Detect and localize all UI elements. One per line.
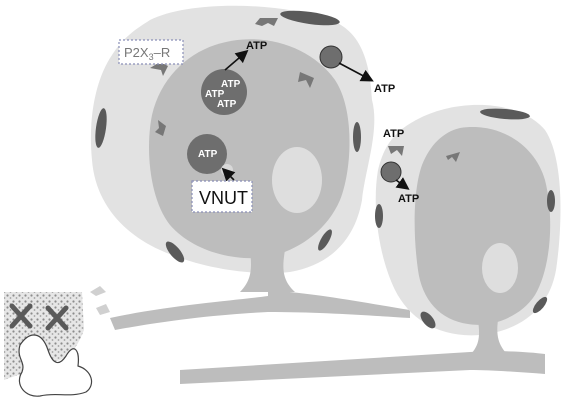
- vnut-label-box: [191, 180, 253, 213]
- atp-release-arrow: [338, 62, 374, 82]
- p2x3-receptor-icon: [150, 62, 168, 76]
- p2x3-receptor-icon: [446, 152, 460, 162]
- right-axon-fiber: [180, 351, 545, 384]
- atp-label: ATP: [383, 128, 404, 140]
- left-neuron-soma: [149, 39, 350, 259]
- left-neuron-nucleus: [272, 147, 322, 213]
- glial-vesicle-left: [319, 45, 343, 69]
- left-neuron-axon-hillock: [240, 250, 295, 292]
- p2x3-label: P2X3–R: [124, 45, 170, 62]
- vnut-label: VNUT: [199, 188, 248, 208]
- glia-nucleus: [353, 122, 361, 152]
- glia-nucleus: [280, 10, 340, 26]
- cross-icon: [45, 305, 69, 331]
- right-neuron-axon-hillock: [470, 320, 508, 355]
- atp-label: ATP: [198, 149, 218, 160]
- glia-nucleus: [165, 241, 185, 263]
- p2x3-receptor-icon: [255, 18, 278, 26]
- atp-release-arrow: [224, 49, 249, 71]
- glia-nucleus: [375, 204, 383, 228]
- right-neuron-nucleus: [482, 243, 518, 293]
- glia-nucleus: [318, 229, 332, 251]
- p2x3-receptor-icon: [155, 120, 166, 136]
- p2x3-receptor-icon: [298, 72, 314, 88]
- vnut-uptake-arrow: [221, 167, 236, 182]
- atp-vesicle-vnut: [187, 134, 227, 174]
- left-axon-fiber: [110, 290, 410, 330]
- p2x3-label-box: [118, 39, 184, 65]
- glia-nucleus: [532, 296, 548, 314]
- cross-icon: [9, 303, 33, 329]
- glia-nucleus: [420, 311, 436, 329]
- glia-nucleus: [547, 190, 555, 212]
- atp-label: ATP: [374, 83, 395, 95]
- p2x3-receptor-icon: [388, 146, 404, 156]
- atp-label: ATP: [246, 40, 267, 52]
- axon-dash: [90, 286, 106, 296]
- atp-release-arrow: [395, 177, 410, 190]
- glial-vesicle-right: [380, 161, 402, 183]
- axon-dash: [96, 304, 110, 315]
- atp-label: ATP: [398, 193, 419, 205]
- atp-label: ATP: [205, 89, 225, 100]
- glia-nucleus: [480, 108, 530, 120]
- peripheral-nerve-ending: [18, 334, 93, 397]
- atp-label: ATP: [217, 99, 237, 110]
- atp-label: ATP: [221, 79, 241, 90]
- atp-vesicle-large: [201, 69, 247, 115]
- vnut-transporter-icon: [221, 164, 233, 176]
- glia-nucleus: [95, 108, 107, 148]
- right-neuron-soma: [414, 127, 551, 325]
